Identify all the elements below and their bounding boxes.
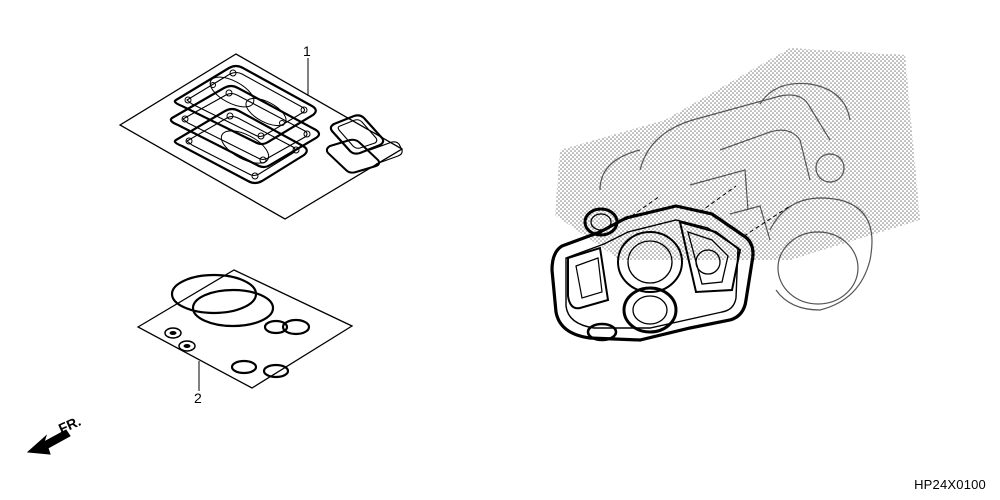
small-o-ring [230, 359, 258, 375]
small-o-ring [263, 319, 289, 335]
engine-illustration [550, 48, 920, 342]
gasket-kit-b [136, 269, 354, 389]
oil-seal [164, 327, 182, 339]
callout-label-2: 2 [194, 390, 202, 406]
exhaust-gasket [325, 114, 403, 174]
oil-seal [178, 340, 196, 352]
cylinder-base-gasket [173, 107, 308, 185]
top-o-ring [583, 207, 619, 237]
valve-gasket [567, 246, 610, 310]
gasket-kit-a [118, 53, 404, 220]
arrow-left-down-icon [26, 429, 71, 455]
gasket-set-outline [550, 204, 755, 342]
small-o-ring [281, 318, 311, 336]
engine-shading [555, 48, 920, 260]
large-o-ring [191, 288, 275, 328]
reference-code: HP24X0100 [914, 477, 986, 492]
callout-label-1: 1 [303, 43, 311, 59]
small-o-ring [262, 363, 290, 379]
bottom-seal [622, 286, 678, 334]
kit-b-card [136, 269, 354, 389]
small-gasket [586, 322, 618, 342]
